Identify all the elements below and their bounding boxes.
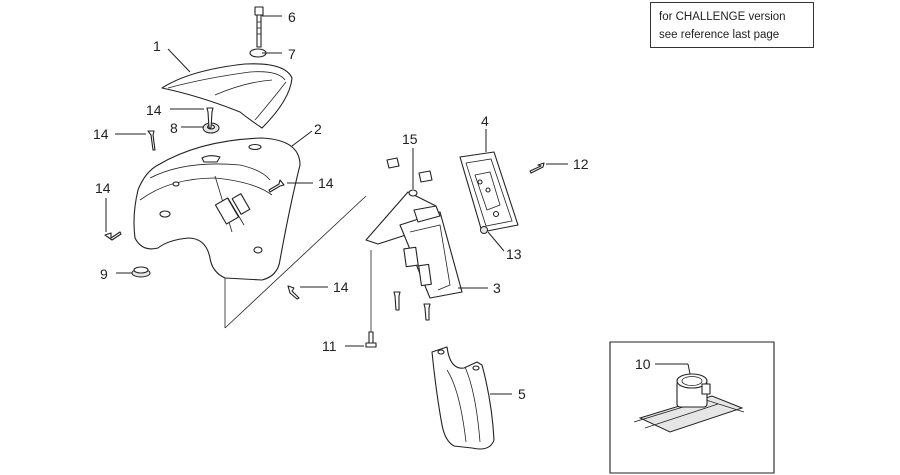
callout-11: 11 [322, 338, 337, 354]
part-14-screws [104, 107, 300, 300]
callout-15: 15 [402, 131, 418, 147]
note-line-2: see reference last page [659, 29, 780, 41]
callout-8: 8 [170, 120, 178, 136]
callout-2: 2 [314, 121, 322, 137]
part-10-inset [609, 341, 775, 474]
callout-14-lower-left: 14 [95, 180, 111, 196]
callout-12: 12 [573, 156, 589, 172]
callout-labels: 1 6 7 8 9 2 14 14 14 14 14 15 4 12 13 3 … [93, 9, 651, 402]
callout-14-top: 14 [146, 102, 162, 118]
callout-5: 5 [518, 386, 526, 402]
callout-13: 13 [506, 246, 522, 262]
callout-9: 9 [100, 266, 108, 282]
note-line-1: for CHALLENGE version [659, 11, 786, 23]
callout-14-bottom: 14 [333, 279, 349, 295]
callout-1: 1 [153, 38, 161, 54]
reference-note-box: for CHALLENGE version see reference last… [650, 2, 814, 48]
part-15-clip-nuts [386, 157, 433, 183]
callout-6: 6 [288, 9, 296, 25]
callout-7: 7 [288, 46, 296, 62]
part-5-mud-flap [431, 346, 495, 450]
callout-14-left: 14 [93, 126, 109, 142]
part-13-nut [480, 226, 488, 234]
part-1-seat-cowl [161, 63, 293, 129]
callout-4: 4 [481, 113, 489, 129]
part-4-plate-holder [459, 151, 519, 233]
callout-10: 10 [635, 356, 651, 372]
bracket-screws [393, 291, 431, 321]
part-3-plate-bracket [365, 189, 463, 299]
part-6-bolt [254, 6, 264, 48]
callout-14-right: 14 [318, 175, 334, 191]
part-9-grommet [131, 266, 151, 278]
part-11-screw [365, 250, 377, 348]
callout-3: 3 [493, 280, 501, 296]
part-12-screw [529, 162, 545, 174]
part-2-mudguard [133, 137, 301, 281]
leader-lines [105, 15, 691, 395]
assembly-guide-lines [224, 195, 367, 329]
